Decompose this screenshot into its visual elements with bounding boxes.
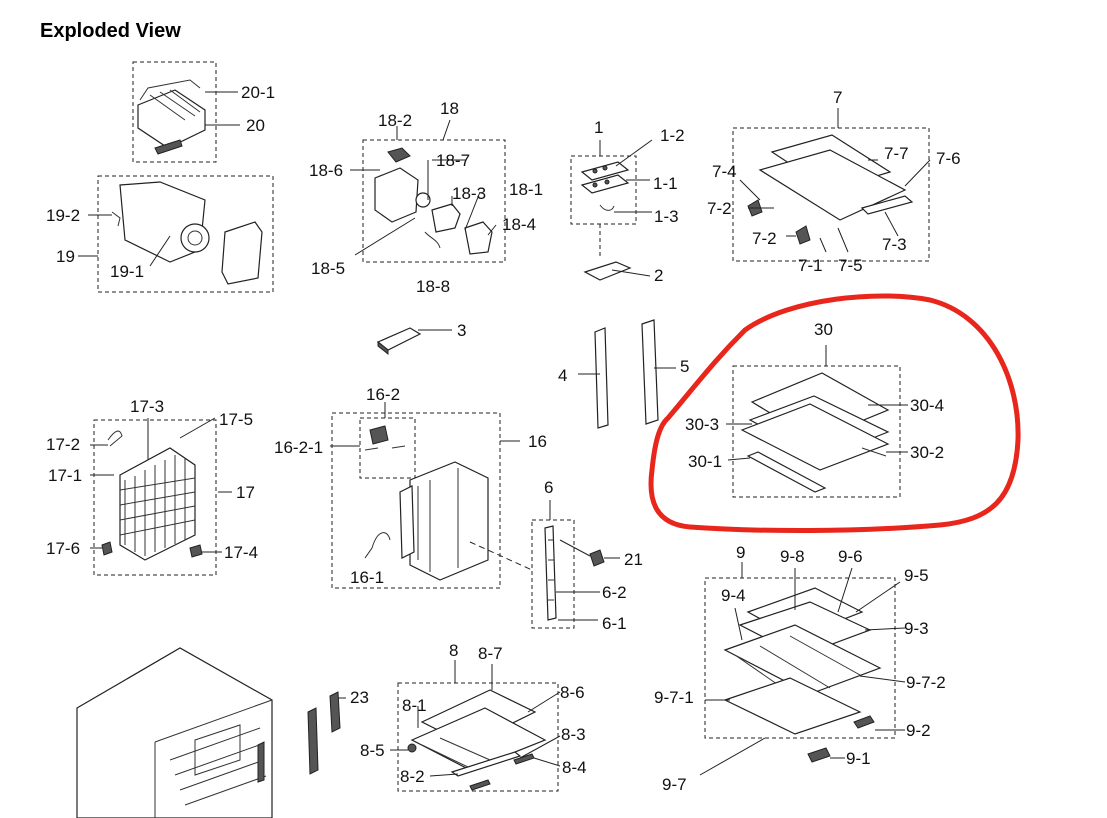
label-9: 9 bbox=[736, 543, 745, 562]
label-19-2: 19-2 bbox=[46, 206, 80, 225]
label-2: 2 bbox=[654, 266, 663, 285]
label-30-1: 30-1 bbox=[688, 452, 722, 471]
label-21: 21 bbox=[624, 550, 643, 569]
label-3: 3 bbox=[457, 321, 466, 340]
label-18-5: 18-5 bbox=[311, 259, 345, 278]
part-group-17: 17-3 17-2 17-5 17-1 17 17-6 17-4 bbox=[46, 397, 258, 576]
cabinet bbox=[76, 647, 273, 818]
label-8-1: 8-1 bbox=[402, 696, 427, 715]
part-23: 23 bbox=[307, 688, 369, 775]
label-9-2: 9-2 bbox=[906, 721, 931, 740]
part-group-1: 1 1-2 1-1 1-3 2 bbox=[570, 118, 685, 285]
label-20-1: 20-1 bbox=[241, 83, 275, 102]
label-1-2: 1-2 bbox=[660, 126, 685, 145]
part-group-30: 30 30-4 30-3 30-2 30-1 bbox=[685, 320, 944, 498]
label-18-3: 18-3 bbox=[452, 184, 486, 203]
part-5: 5 bbox=[641, 319, 689, 425]
label-6-2: 6-2 bbox=[602, 583, 627, 602]
label-30: 30 bbox=[814, 320, 833, 339]
label-9-8: 9-8 bbox=[780, 547, 805, 566]
label-5: 5 bbox=[680, 357, 689, 376]
label-8-6: 8-6 bbox=[560, 683, 585, 702]
label-9-6: 9-6 bbox=[838, 547, 863, 566]
part-group-8: 8 8-7 8-6 8-1 8-3 8-5 8-4 8-2 bbox=[360, 641, 587, 792]
label-7-7: 7-7 bbox=[884, 144, 909, 163]
label-30-4: 30-4 bbox=[910, 396, 944, 415]
page-title: Exploded View bbox=[40, 20, 181, 42]
label-18-2: 18-2 bbox=[378, 111, 412, 130]
label-8-5: 8-5 bbox=[360, 741, 385, 760]
label-9-3: 9-3 bbox=[904, 619, 929, 638]
label-7-2-a: 7-2 bbox=[707, 199, 732, 218]
label-1-1: 1-1 bbox=[653, 174, 678, 193]
highlight-circle bbox=[648, 293, 1021, 534]
label-7: 7 bbox=[833, 88, 842, 107]
part-group-19: 19-2 19 19-1 bbox=[46, 175, 274, 293]
label-30-3: 30-3 bbox=[685, 415, 719, 434]
part-3: 3 bbox=[376, 321, 466, 356]
label-16: 16 bbox=[528, 432, 547, 451]
label-18: 18 bbox=[440, 99, 459, 118]
part-group-9: 9 9-8 9-6 9-5 9-4 9-3 9-7-2 9-7-1 9-2 9-… bbox=[654, 543, 946, 794]
label-16-2-1: 16-2-1 bbox=[274, 438, 323, 457]
label-17: 17 bbox=[236, 483, 255, 502]
part-group-16: 16-2 16-2-1 16 16-1 bbox=[274, 385, 547, 589]
label-17-2: 17-2 bbox=[46, 435, 80, 454]
label-8-3: 8-3 bbox=[561, 725, 586, 744]
label-17-1: 17-1 bbox=[48, 466, 82, 485]
label-6-1: 6-1 bbox=[602, 614, 627, 633]
label-16-1: 16-1 bbox=[350, 568, 384, 587]
label-16-2: 16-2 bbox=[366, 385, 400, 404]
label-9-7-2: 9-7-2 bbox=[906, 673, 946, 692]
label-18-7: 18-7 bbox=[436, 151, 470, 170]
label-8-2: 8-2 bbox=[400, 767, 425, 786]
label-17-4: 17-4 bbox=[224, 543, 258, 562]
label-1-3: 1-3 bbox=[654, 207, 679, 226]
label-18-6: 18-6 bbox=[309, 161, 343, 180]
label-17-3: 17-3 bbox=[130, 397, 164, 416]
label-30-2: 30-2 bbox=[910, 443, 944, 462]
label-19-1: 19-1 bbox=[110, 262, 144, 281]
label-4: 4 bbox=[558, 366, 567, 385]
label-7-6: 7-6 bbox=[936, 149, 961, 168]
label-8: 8 bbox=[449, 641, 458, 660]
label-9-4: 9-4 bbox=[721, 586, 746, 605]
label-9-1: 9-1 bbox=[846, 749, 871, 768]
label-9-5: 9-5 bbox=[904, 566, 929, 585]
label-8-7: 8-7 bbox=[478, 644, 503, 663]
label-17-6: 17-6 bbox=[46, 539, 80, 558]
part-group-6: 6 21 6-2 6-1 bbox=[531, 478, 643, 633]
label-1: 1 bbox=[594, 118, 603, 137]
part-group-18: 18 18-2 18-6 18-7 18-3 18-1 18-4 18-5 18… bbox=[309, 99, 543, 296]
label-7-3: 7-3 bbox=[882, 235, 907, 254]
part-group-20: 20-1 20 bbox=[132, 61, 275, 163]
label-17-5: 17-5 bbox=[219, 410, 253, 429]
label-9-7-1: 9-7-1 bbox=[654, 688, 694, 707]
label-18-8: 18-8 bbox=[416, 277, 450, 296]
part-4: 4 bbox=[558, 327, 609, 429]
part-group-7: 7 7-7 7-6 7-4 7-2 7-2 7-1 7-5 7-3 bbox=[707, 88, 961, 275]
label-9-7: 9-7 bbox=[662, 775, 687, 794]
label-7-2-b: 7-2 bbox=[752, 229, 777, 248]
label-7-5: 7-5 bbox=[838, 256, 863, 275]
label-19: 19 bbox=[56, 247, 75, 266]
label-18-1: 18-1 bbox=[509, 180, 543, 199]
label-23: 23 bbox=[350, 688, 369, 707]
label-7-4: 7-4 bbox=[712, 162, 737, 181]
label-6: 6 bbox=[544, 478, 553, 497]
label-8-4: 8-4 bbox=[562, 758, 587, 777]
label-18-4: 18-4 bbox=[502, 215, 536, 234]
label-20: 20 bbox=[246, 116, 265, 135]
label-7-1: 7-1 bbox=[798, 256, 823, 275]
